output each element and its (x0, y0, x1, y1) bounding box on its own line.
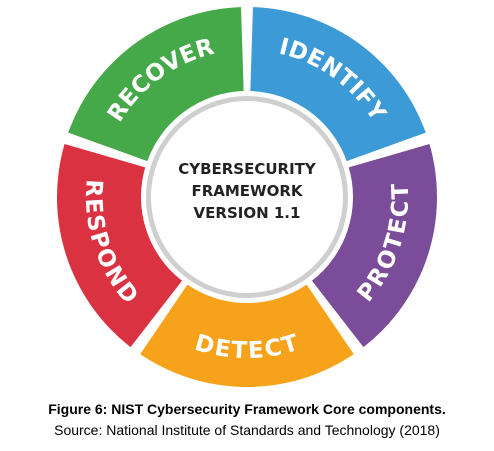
center-text: CYBERSECURITY FRAMEWORK VERSION 1.1 (178, 160, 317, 222)
segment-detect (140, 284, 354, 388)
figure-caption-source: Source: National Institute of Standards … (54, 422, 440, 438)
center-text-line-3: VERSION 1.1 (194, 204, 301, 222)
center-text-line-1: CYBERSECURITY (178, 160, 317, 178)
segment-protect (311, 143, 438, 348)
segment-respond (56, 143, 183, 348)
center-text-line-2: FRAMEWORK (191, 182, 303, 200)
segment-identify (250, 7, 426, 162)
segments-layer (56, 7, 438, 388)
segment-recover (68, 7, 244, 162)
figure-caption-title: Figure 6: NIST Cybersecurity Framework C… (48, 401, 446, 417)
center-circle (151, 101, 343, 293)
